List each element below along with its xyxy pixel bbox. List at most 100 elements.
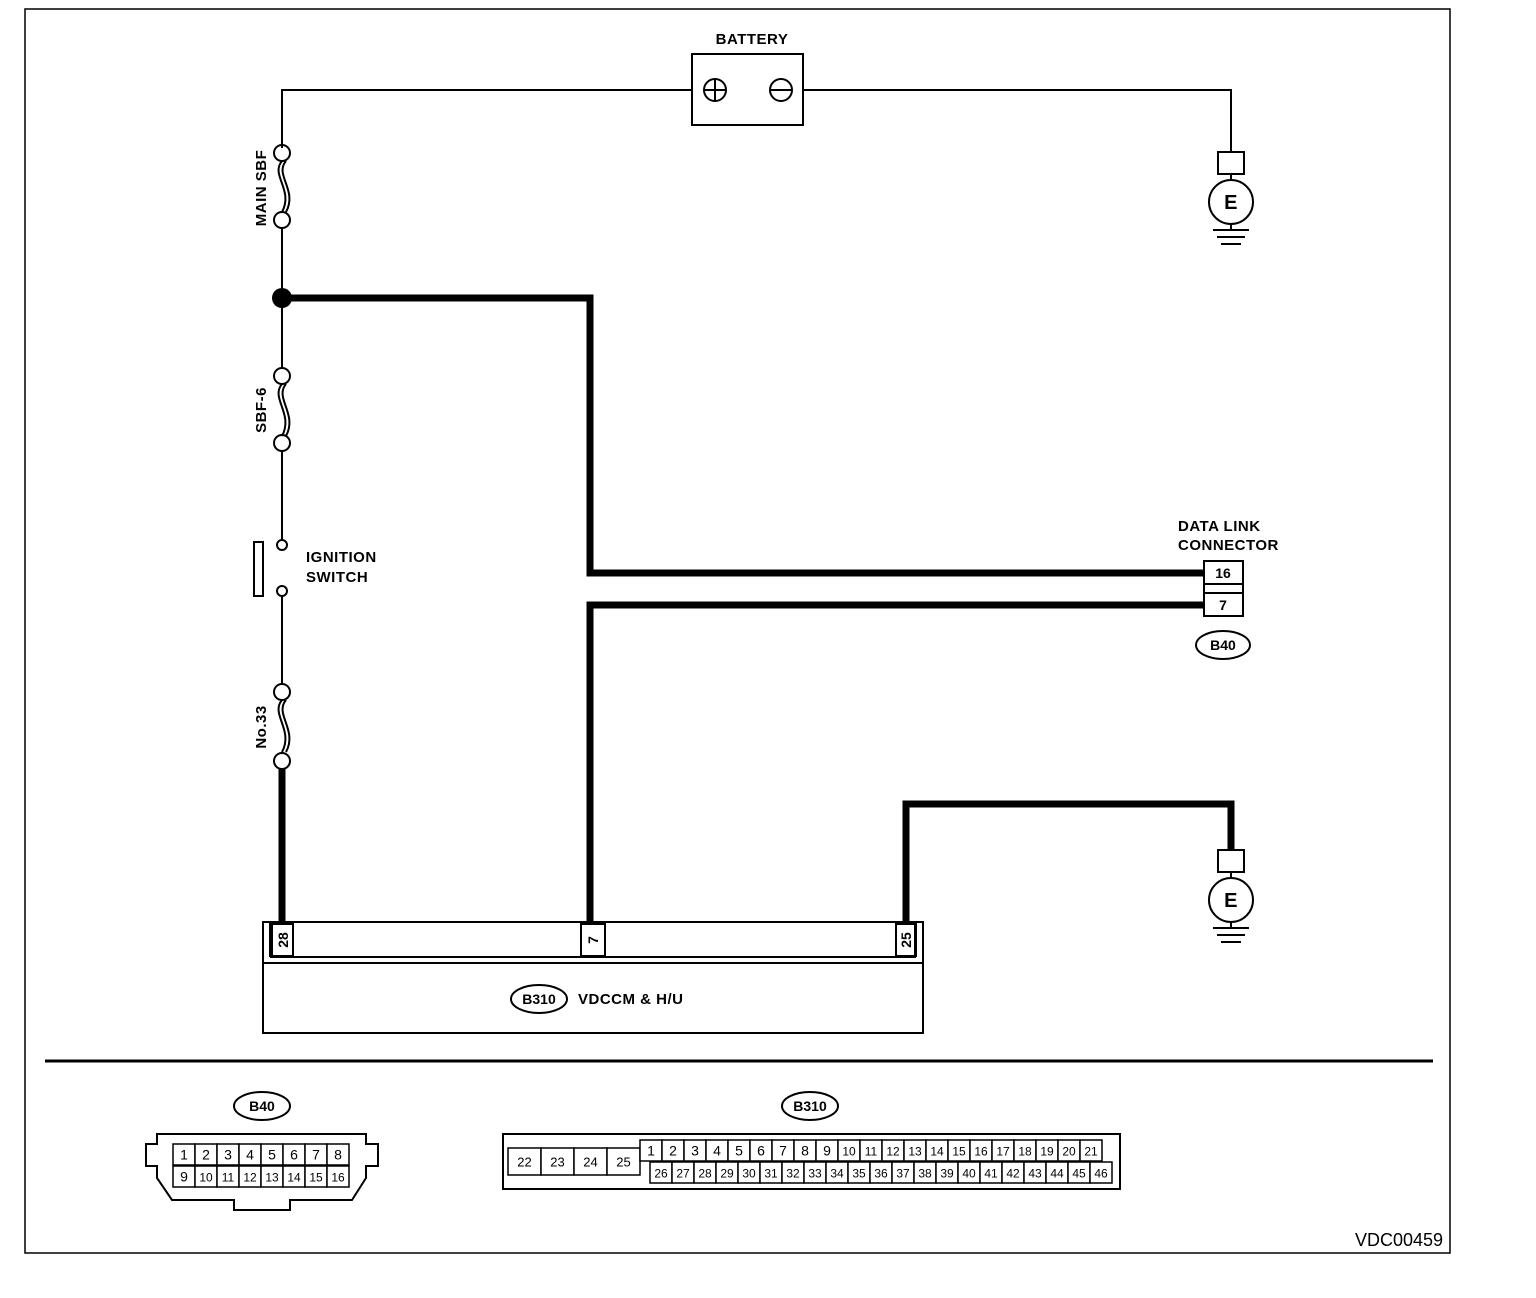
module-pin-7: 7 xyxy=(585,936,601,944)
dlc-pin-7: 7 xyxy=(1219,597,1227,613)
b310-face-pin-39: 39 xyxy=(940,1167,954,1181)
b40-face-pin-5: 5 xyxy=(268,1147,276,1163)
wire-dlc-7-to-module-7 xyxy=(586,601,1205,922)
b310-face-pin-42: 42 xyxy=(1006,1167,1020,1181)
b310-face-pin-38: 38 xyxy=(918,1167,932,1181)
module-name: VDCCM & H/U xyxy=(578,991,684,1008)
fuse-main-sbf: MAIN SBF xyxy=(253,144,291,229)
wire-battery-positive xyxy=(281,89,692,148)
b310-face-id: B310 xyxy=(793,1098,827,1114)
b310-face-pin-17: 17 xyxy=(996,1145,1010,1159)
b40-face-pin-11: 11 xyxy=(222,1171,235,1185)
b310-face-pin-35: 35 xyxy=(852,1167,866,1181)
b40-face-pin-16: 16 xyxy=(331,1171,345,1185)
b310-face-pin-23-box xyxy=(540,1147,575,1176)
ground-top-label: E xyxy=(1224,192,1238,214)
ignition-label-line1: IGNITION xyxy=(306,549,377,566)
b310-face-badge xyxy=(781,1091,839,1121)
b310-face-pin-33: 33 xyxy=(808,1167,822,1181)
fuse-no-33: No.33 xyxy=(253,683,291,770)
b40-face-pin-1: 1 xyxy=(180,1147,188,1163)
b310-face-pin-26: 26 xyxy=(654,1167,668,1181)
b310-face-pin-25: 25 xyxy=(616,1155,630,1170)
b310-face-pin-20: 20 xyxy=(1062,1145,1076,1159)
b310-face-pin-9: 9 xyxy=(823,1143,831,1159)
b310-face-pin-13: 13 xyxy=(908,1145,922,1159)
dlc-connector-badge xyxy=(1195,630,1251,660)
b310-face-pin-7: 7 xyxy=(779,1143,787,1159)
fuse-sbf-6: SBF-6 xyxy=(253,367,291,452)
battery-positive-terminal: + xyxy=(703,78,727,102)
b40-face-pin-15: 15 xyxy=(309,1171,323,1185)
dlc-connector-id: B40 xyxy=(1210,637,1236,653)
b40-face-pin-8-box xyxy=(326,1143,350,1166)
b310-face-pin-44: 44 xyxy=(1050,1167,1064,1181)
b40-face-pin-2: 2 xyxy=(202,1147,210,1163)
module-connector-badge xyxy=(510,984,568,1014)
b310-face-pin-40: 40 xyxy=(962,1167,976,1181)
b310-face-pin-21: 21 xyxy=(1084,1145,1098,1159)
module-pin-25: 25 xyxy=(898,932,914,948)
ignition-label-line2: SWITCH xyxy=(306,569,368,586)
b310-face-pin-31: 31 xyxy=(764,1167,778,1181)
b310-face-pin-10: 10 xyxy=(842,1145,856,1159)
ignition-switch: IGNITION SWITCH xyxy=(253,539,377,597)
b310-face-pin-12: 12 xyxy=(886,1145,900,1159)
b40-face-pin-8: 8 xyxy=(334,1147,342,1163)
b40-face-pin-3: 3 xyxy=(224,1147,232,1163)
figure-code: VDC00459 xyxy=(1355,1230,1443,1250)
b310-face-pin-43: 43 xyxy=(1028,1167,1042,1181)
b310-face-pin-46: 46 xyxy=(1094,1167,1108,1181)
b310-face-pin-46-box xyxy=(1089,1161,1113,1184)
b310-face-pin-37: 37 xyxy=(896,1167,910,1181)
dlc-label-line1: DATA LINK xyxy=(1178,518,1261,535)
b40-face-pin-16-box xyxy=(326,1165,350,1188)
b310-face-pin-30: 30 xyxy=(742,1167,756,1181)
b40-face-pin-13: 13 xyxy=(265,1171,279,1185)
b310-face-pin-25-box xyxy=(606,1147,641,1176)
main-sbf-label: MAIN SBF xyxy=(253,150,270,227)
b310-face-pin-22-box xyxy=(507,1147,542,1176)
vdccm-module: 28 7 25 B310 VDCCM & H/U xyxy=(262,921,924,1034)
ground-bottom: E xyxy=(1208,849,1254,943)
battery-negative-terminal: − xyxy=(769,78,793,102)
wire-junction-to-dlc-16 xyxy=(282,294,1205,577)
b40-face-pin-6: 6 xyxy=(290,1147,298,1163)
battery-label: BATTERY xyxy=(716,31,789,48)
b40-face-pin-14: 14 xyxy=(287,1171,301,1185)
dlc-pin-16: 16 xyxy=(1215,565,1231,581)
battery: BATTERY + − xyxy=(691,31,804,126)
b310-face-pin-11: 11 xyxy=(865,1145,878,1159)
fuse33-label: No.33 xyxy=(253,705,270,748)
b40-face-pin-4: 4 xyxy=(246,1147,254,1163)
b310-face-pin-32: 32 xyxy=(786,1167,800,1181)
b310-face-pin-16: 16 xyxy=(974,1145,988,1159)
b310-face-pin-29: 29 xyxy=(720,1167,734,1181)
b40-face-pin-9: 9 xyxy=(180,1169,188,1185)
b310-face-pin-15: 15 xyxy=(952,1145,966,1159)
b310-face-pin-6: 6 xyxy=(757,1143,765,1159)
module-connector-id: B310 xyxy=(522,991,556,1007)
ground-top: E xyxy=(1208,151,1254,245)
wire-battery-negative xyxy=(803,89,1232,152)
b310-face-pin-24-box xyxy=(573,1147,608,1176)
b310-face-pin-8: 8 xyxy=(801,1143,809,1159)
b310-face-pin-19: 19 xyxy=(1040,1145,1054,1159)
dlc-label-line2: CONNECTOR xyxy=(1178,537,1279,554)
b310-face-pin-21-box xyxy=(1079,1139,1103,1162)
b310-face-pin-23: 23 xyxy=(550,1155,564,1170)
diagram-frame xyxy=(24,8,1451,1254)
b40-face-outline xyxy=(145,1133,379,1211)
b310-face-pin-27: 27 xyxy=(676,1167,690,1181)
b310-face-pin-45: 45 xyxy=(1072,1167,1086,1181)
b310-face-pin-24: 24 xyxy=(583,1155,597,1170)
module-pin-28: 28 xyxy=(275,932,291,948)
b310-face-pin-34: 34 xyxy=(830,1167,844,1181)
b310-face-pin-36: 36 xyxy=(874,1167,888,1181)
ground-bottom-label: E xyxy=(1224,890,1238,912)
